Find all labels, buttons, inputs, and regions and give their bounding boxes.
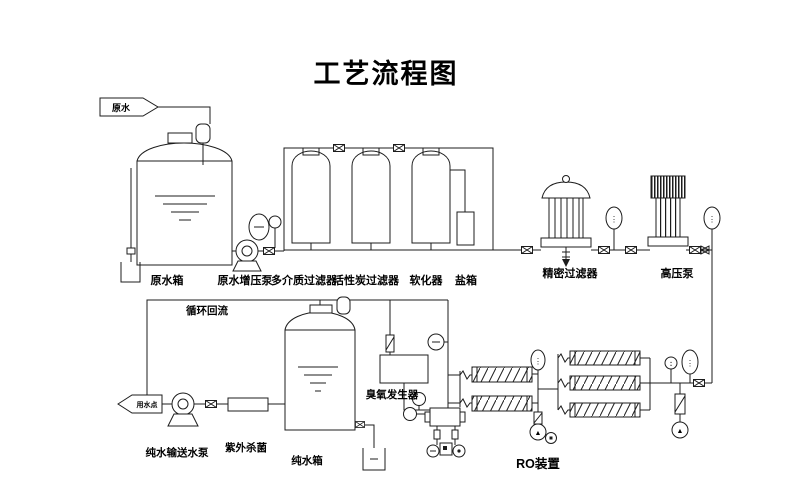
ozone-generator bbox=[379, 300, 430, 411]
pure-water-transfer-pump bbox=[162, 392, 228, 427]
uv-sterilizer bbox=[227, 397, 285, 412]
inlet-valve-icon bbox=[558, 378, 570, 388]
main-process-line bbox=[284, 246, 712, 254]
raw-water-booster-pump-label: 原水增压泵 bbox=[218, 273, 273, 287]
tank-vent-icon bbox=[195, 123, 211, 144]
pure-water-transfer-pump-label: 纯水输送水泵 bbox=[146, 446, 209, 459]
diagram-title: 工艺流程图 bbox=[314, 59, 459, 89]
svg-text:▲: ▲ bbox=[535, 430, 542, 437]
valve-icon bbox=[693, 379, 705, 387]
pure-water-tank bbox=[284, 296, 386, 471]
svg-text:⋮: ⋮ bbox=[708, 215, 716, 224]
ro-membrane-icon bbox=[569, 375, 641, 391]
softener bbox=[411, 150, 451, 250]
raw-water-tank bbox=[120, 123, 233, 283]
valve-icon bbox=[393, 144, 405, 152]
valve-icon bbox=[355, 421, 365, 428]
ozone-generator-label: 臭氧发生器 bbox=[366, 388, 419, 401]
precision-filter-label: 精密过滤器 bbox=[543, 266, 599, 280]
high-pressure-pump: ⋮ bbox=[625, 175, 721, 383]
raw-water-booster-pump bbox=[232, 213, 284, 272]
small-gauge-icon bbox=[403, 407, 417, 421]
ro-outlet-instruments: : ⋮ ▲ bbox=[664, 349, 699, 439]
drain-cup-icon bbox=[362, 448, 386, 471]
svg-text::: : bbox=[669, 359, 674, 368]
ro-membrane-bank-left bbox=[459, 366, 539, 412]
svg-text:▲: ▲ bbox=[677, 428, 684, 435]
check-valve-icon bbox=[699, 245, 711, 255]
inlet-tag-icon bbox=[99, 97, 159, 117]
multimedia-filter bbox=[291, 150, 331, 250]
ro-unit-label: RO装置 bbox=[516, 456, 560, 471]
inlet-valve-icon bbox=[558, 405, 570, 415]
equipment-labels: 原水箱 原水增压泵 多介质过滤器 活性炭过滤器 软化器 盐箱 精密过滤器 高压泵… bbox=[146, 266, 694, 471]
ro-membrane-bank-right bbox=[557, 350, 712, 418]
softener-label: 软化器 bbox=[410, 273, 444, 287]
outlet-tag-label: 用水点 bbox=[137, 400, 158, 409]
ro-membrane-icon bbox=[569, 402, 641, 418]
valve-icon bbox=[451, 429, 459, 440]
small-gauge-icon bbox=[268, 215, 282, 229]
drain-cup-icon bbox=[120, 262, 141, 283]
pure-water-tank-label: 纯水箱 bbox=[291, 454, 323, 467]
svg-text:⋮: ⋮ bbox=[686, 359, 694, 368]
valve-icon bbox=[598, 246, 610, 254]
ro-product-line bbox=[427, 300, 460, 408]
activated-carbon-filter bbox=[351, 150, 391, 250]
precision-filter: ⋮ bbox=[540, 175, 623, 267]
activated-carbon-filter-label: 活性炭过滤器 bbox=[333, 273, 400, 287]
valve-icon bbox=[689, 246, 701, 254]
water-level-icon bbox=[298, 366, 338, 392]
concentrate-pump-icon bbox=[529, 423, 547, 441]
pure-water-outlet: 用水点 bbox=[117, 394, 163, 414]
valve-icon bbox=[625, 246, 637, 254]
raw-water-tank-label: 原水箱 bbox=[151, 273, 184, 287]
tank-nozzle bbox=[167, 132, 193, 144]
ozone-generator-icon bbox=[379, 354, 429, 384]
valve-icon bbox=[433, 429, 441, 440]
svg-text:⋮: ⋮ bbox=[610, 215, 618, 224]
drain-arrow-icon bbox=[562, 259, 570, 267]
raw-water-inlet: 原水 bbox=[99, 97, 211, 124]
tank-vent-icon bbox=[336, 296, 351, 315]
svg-text:⋮: ⋮ bbox=[534, 357, 542, 366]
valve-icon bbox=[263, 247, 275, 255]
salt-tank bbox=[450, 169, 475, 246]
inlet-valve-icon bbox=[558, 353, 570, 363]
high-pressure-pump-label: 高压泵 bbox=[661, 266, 694, 280]
inlet-tag-label: 原水 bbox=[112, 102, 131, 113]
valve-icon bbox=[205, 400, 217, 408]
uv-sterilizer-icon bbox=[227, 397, 269, 412]
valve-icon bbox=[521, 246, 533, 254]
inlet-valve-icon bbox=[460, 398, 472, 408]
multimedia-filter-label: 多介质过滤器 bbox=[271, 273, 338, 287]
ro-interstage: ⋮ ▲ bbox=[529, 349, 558, 444]
ro-pump-cluster bbox=[403, 392, 466, 458]
salt-tank-label: 盐箱 bbox=[455, 273, 477, 287]
circulation-return-label: 循环回流 bbox=[186, 304, 228, 317]
ro-pump-motor-icon bbox=[429, 407, 461, 427]
ro-membrane-icon bbox=[471, 395, 533, 412]
tank-nozzle bbox=[309, 304, 333, 314]
sample-valve-icon bbox=[671, 421, 689, 439]
ro-membrane-icon bbox=[569, 350, 641, 366]
salt-tank-icon bbox=[456, 211, 475, 246]
uv-sterilizer-label: 紫外杀菌 bbox=[225, 441, 267, 454]
ro-membrane-icon bbox=[471, 366, 533, 383]
valve-icon bbox=[333, 144, 345, 152]
water-level-icon bbox=[155, 195, 215, 221]
inlet-valve-icon bbox=[460, 370, 472, 380]
